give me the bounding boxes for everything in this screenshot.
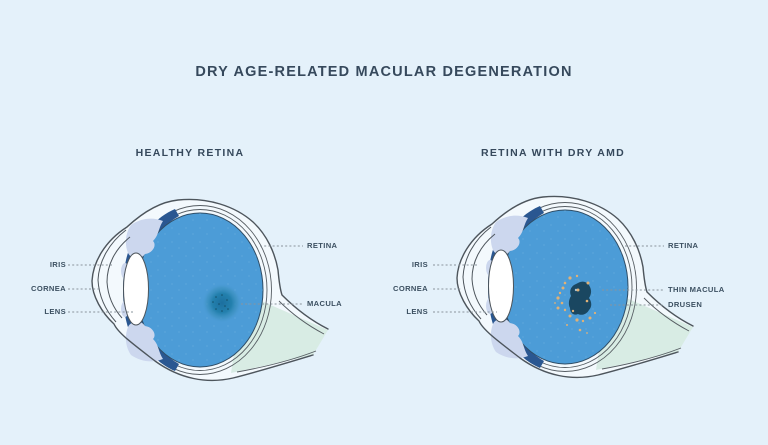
label-retina-healthy: RETINA: [307, 241, 338, 250]
label-cornea-amd: CORNEA: [392, 284, 428, 293]
amd-eye-illustration: [456, 195, 694, 379]
healthy-eye-illustration: [91, 198, 329, 382]
thin-macula-with-drusen: [554, 274, 597, 334]
label-thin-macula-amd: THIN MACULA: [668, 285, 725, 294]
label-lens-amd: LENS: [406, 307, 428, 316]
label-iris-healthy: IRIS: [49, 260, 66, 269]
drusen-deposits: [554, 274, 597, 334]
healthy-macula: [202, 283, 242, 323]
panel-heading-amd: RETINA WITH DRY AMD: [480, 147, 626, 159]
label-iris-amd: IRIS: [411, 260, 428, 269]
label-macula-healthy: MACULA: [307, 299, 343, 308]
label-lens-healthy: LENS: [44, 307, 66, 316]
label-drusen-amd: DRUSEN: [668, 300, 703, 309]
label-retina-amd: RETINA: [668, 241, 699, 250]
panel-heading-healthy: HEALTHY RETINA: [135, 147, 245, 159]
label-cornea-healthy: CORNEA: [30, 284, 66, 293]
infographic-title: DRY AGE-RELATED MACULAR DEGENERATION: [195, 64, 573, 80]
